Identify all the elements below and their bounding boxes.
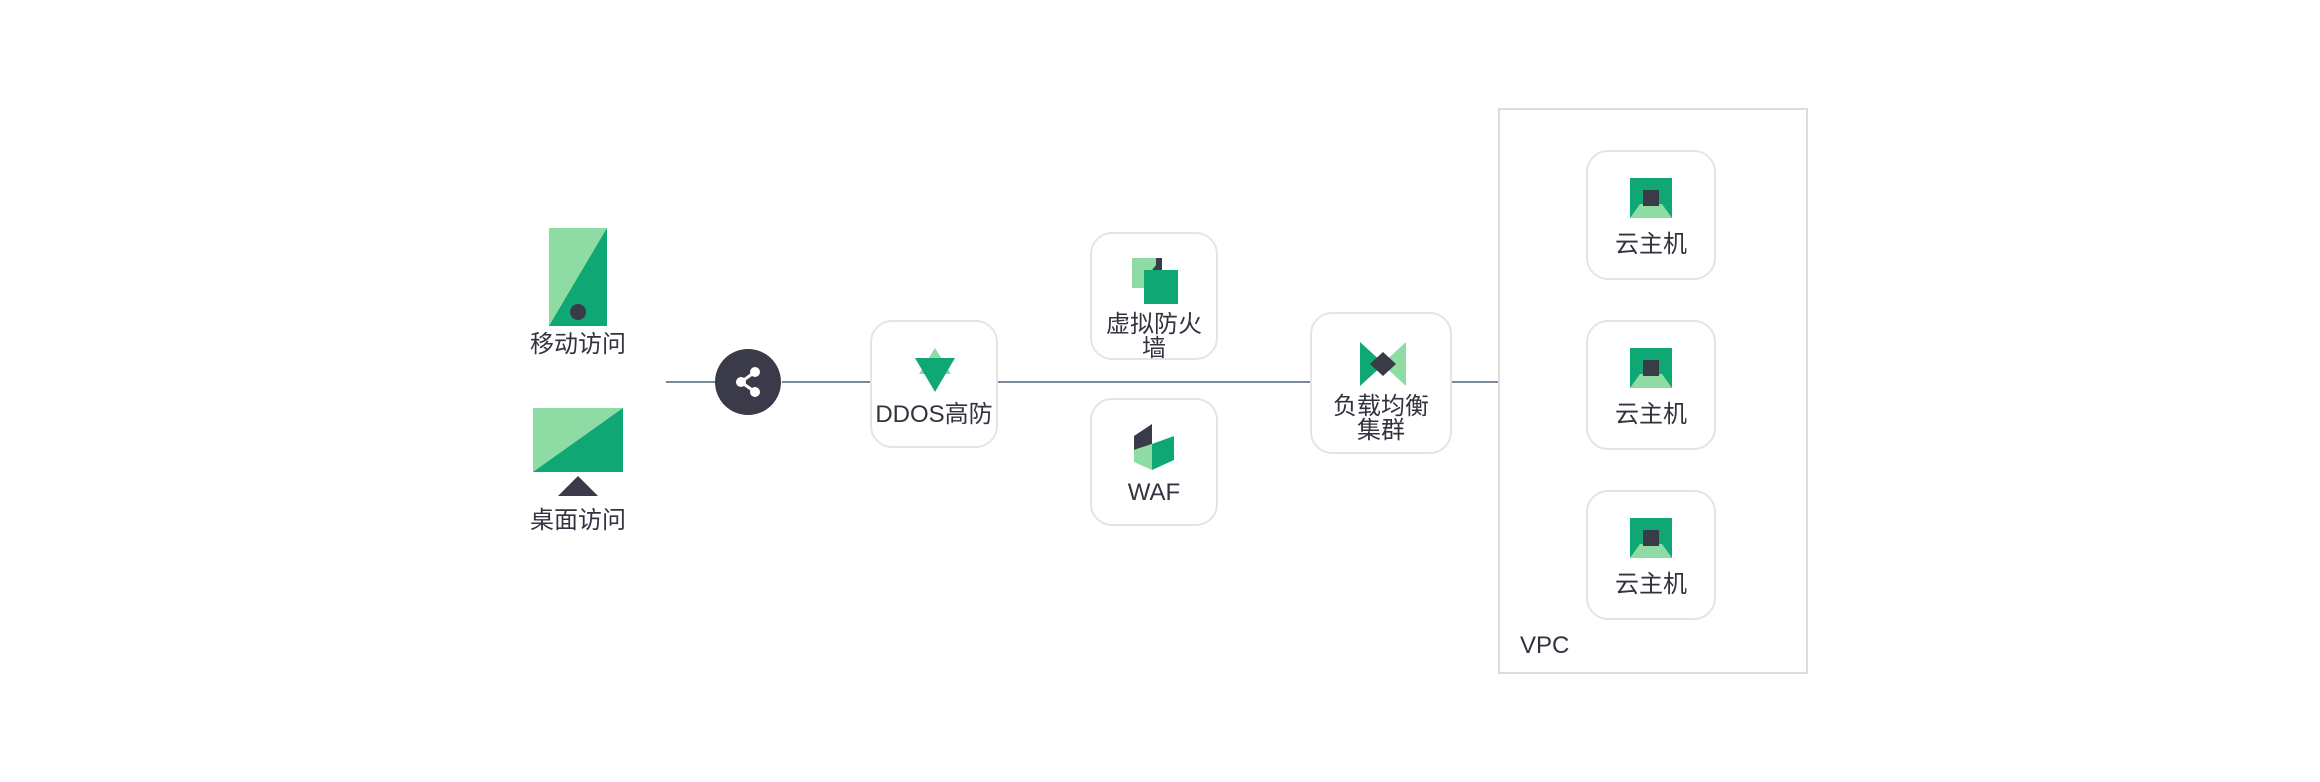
firewall-icon [1132,258,1178,304]
waf-card[interactable]: WAF [1090,398,1218,526]
cloud-host-card[interactable]: 云主机 [1586,490,1716,620]
firewall-label-line2: 墙 [1142,335,1166,362]
load-balancer-icon [1360,342,1406,386]
load-balancer-card[interactable]: 负载均衡 集群 [1310,312,1452,454]
mobile-access-node: 移动访问 [520,224,636,366]
connector-ddos-lb [998,381,1310,383]
load-balancer-label-line2: 集群 [1357,417,1405,444]
ddos-label: DDOS高防 [875,401,993,428]
ddos-icon [915,348,955,392]
desktop-icon [533,408,623,496]
vpc-label: VPC [1520,632,1570,659]
mobile-icon [549,228,607,326]
cloud-host-icon [1630,348,1672,388]
connector-lb-vpc [1452,381,1498,383]
ddos-protection-card[interactable]: DDOS高防 [870,320,998,448]
virtual-firewall-card[interactable]: 虚拟防火 墙 [1090,232,1218,362]
cloud-host-card[interactable]: 云主机 [1586,320,1716,450]
waf-icon [1134,424,1174,470]
desktop-access-label: 桌面访问 [530,507,626,534]
cloud-host-label: 云主机 [1615,571,1687,598]
load-balancer-label-line1: 负载均衡 [1333,393,1429,420]
mobile-access-label: 移动访问 [530,331,626,358]
cloud-host-icon [1630,178,1672,218]
cloud-host-card[interactable]: 云主机 [1586,150,1716,280]
waf-label: WAF [1127,479,1181,506]
connector-share-ddos [782,381,870,383]
connector-clients-share [666,381,716,383]
cloud-host-icon [1630,518,1672,558]
cloud-host-label: 云主机 [1615,401,1687,428]
firewall-label-line1: 虚拟防火 [1106,311,1202,338]
desktop-access-node: 桌面访问 [520,404,636,544]
share-icon [736,367,760,397]
share-button[interactable] [715,349,781,415]
cloud-host-label: 云主机 [1615,231,1687,258]
